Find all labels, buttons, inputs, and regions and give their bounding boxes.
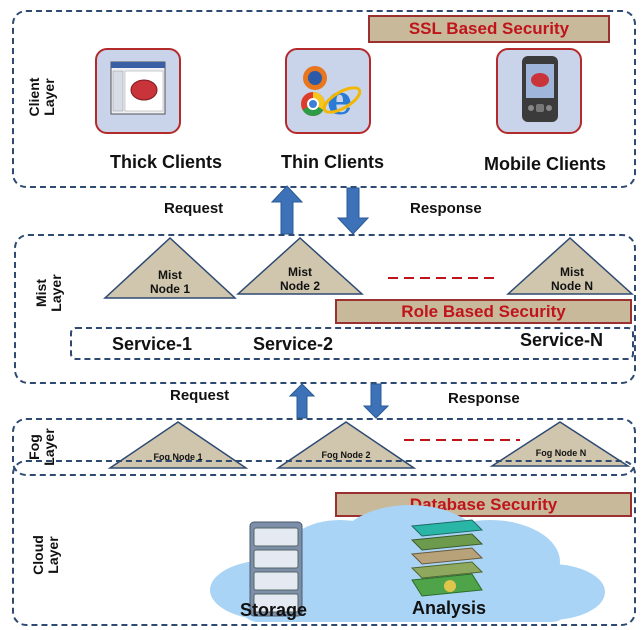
- fog-node-2-label: Fog Node 2: [321, 450, 371, 460]
- mist-node-1-triangle: [103, 236, 237, 299]
- mobile-client-icon-tile: [496, 48, 582, 134]
- fog-node-n-triangle: [489, 421, 631, 467]
- request-arrow-up-top: [270, 185, 304, 235]
- pda-device-icon: [522, 56, 558, 122]
- response-arrow-down-bottom: [362, 383, 390, 419]
- mist-node-n-label: Mist Node N: [551, 265, 593, 293]
- thin-clients-label: Thin Clients: [281, 152, 384, 172]
- analysis-map-layers-icon: [410, 519, 484, 597]
- role-security-banner: Role Based Security: [335, 299, 632, 324]
- mist-node-1-label: Mist Node 1: [149, 268, 190, 296]
- request-label-bottom: Request: [170, 387, 230, 404]
- thin-client-icon-tile: e: [285, 48, 371, 134]
- fog-node-1-triangle: [107, 421, 249, 469]
- ssl-security-banner: SSL Based Security: [368, 15, 610, 43]
- service-2-label: Service-2: [253, 334, 334, 354]
- svg-text:e: e: [327, 77, 352, 124]
- fog-layer-box: [12, 418, 636, 476]
- thick-clients-label: Thick Clients: [110, 152, 223, 172]
- mist-node-2-label: Mist Node 2: [279, 265, 320, 293]
- fog-node-2-triangle: [275, 421, 417, 469]
- cloud-layer-box: [12, 460, 636, 626]
- mist-layer-box: [14, 234, 636, 384]
- thick-client-icon-tile: [95, 48, 181, 134]
- cloud-layer-label: Cloud Layer: [30, 535, 61, 575]
- storage-label: Storage: [240, 600, 308, 620]
- client-layer-box: [12, 10, 636, 188]
- mist-node-2-triangle: [236, 236, 364, 295]
- desktop-app-icon: [110, 61, 166, 115]
- service-1-label: Service-1: [112, 334, 193, 354]
- mobile-clients-label: Mobile Clients: [484, 154, 607, 174]
- request-arrow-up-bottom: [288, 383, 316, 419]
- response-label-top: Response: [410, 200, 482, 217]
- response-label-bottom: Response: [448, 390, 520, 407]
- mist-nodes-graphic: [103, 236, 634, 299]
- request-label-top: Request: [164, 200, 224, 217]
- fog-nodes-graphic: [107, 421, 631, 469]
- mist-node-n-triangle: [506, 236, 634, 295]
- browser-icons: e: [301, 66, 362, 124]
- analysis-label: Analysis: [412, 598, 487, 618]
- response-arrow-down-top: [336, 187, 370, 235]
- client-layer-label: Client Layer: [26, 77, 57, 117]
- service-n-label: Service-N: [520, 330, 604, 350]
- services-box: [70, 327, 634, 360]
- fog-node-1-label: Fog Node 1: [153, 452, 203, 462]
- fog-node-n-label: Fog Node N: [535, 448, 587, 458]
- storage-server-icon: [249, 521, 303, 617]
